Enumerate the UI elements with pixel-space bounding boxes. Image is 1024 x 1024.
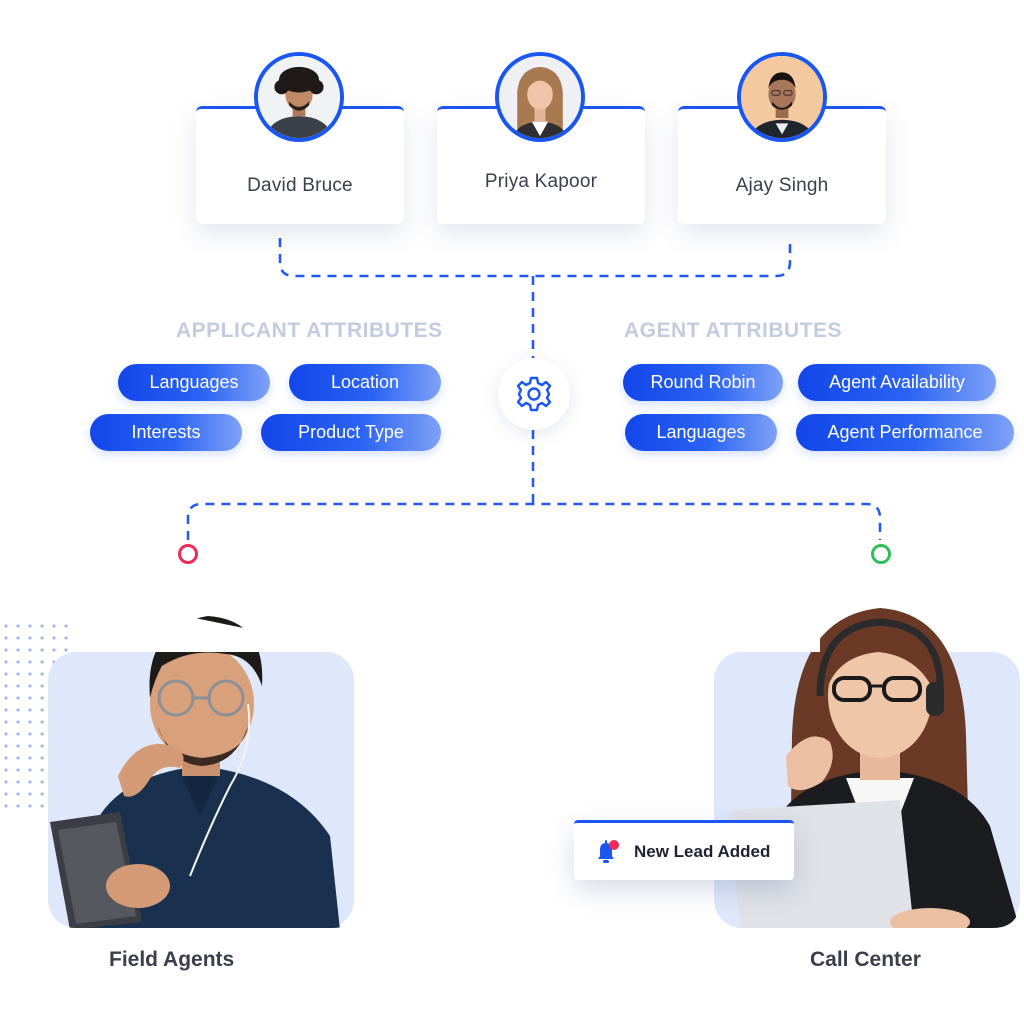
chip-product-type[interactable]: Product Type [261,414,441,451]
user-name: David Bruce [247,175,353,196]
connector-branch [186,502,882,540]
user-name: Priya Kapoor [484,171,598,192]
chip-agent-performance[interactable]: Agent Performance [796,414,1014,451]
user-name: Ajay Singh [735,175,829,196]
new-lead-notification[interactable]: New Lead Added [574,820,794,880]
avatar [254,52,344,142]
routing-hub [498,358,570,430]
bell-icon [598,839,619,863]
chip-languages[interactable]: Languages [118,364,270,401]
call-center-panel [714,652,1020,928]
branch-node-call-center [871,544,891,564]
chip-round-robin[interactable]: Round Robin [623,364,783,401]
gear-icon [516,376,552,412]
chip-agent-availability[interactable]: Agent Availability [798,364,996,401]
chip-interests[interactable]: Interests [90,414,242,451]
chip-location[interactable]: Location [289,364,441,401]
applicant-attributes-title: APPLICANT ATTRIBUTES [176,319,443,342]
chip-agent-languages[interactable]: Languages [625,414,777,451]
field-agents-caption: Field Agents [109,948,235,971]
field-agents-panel [48,652,354,928]
avatar [737,52,827,142]
connector-users-merge [278,238,792,278]
avatar [495,52,585,142]
call-center-caption: Call Center [810,948,921,971]
notification-text: New Lead Added [634,841,771,861]
agent-attributes-title: AGENT ATTRIBUTES [624,319,842,342]
branch-node-field-agents [178,544,198,564]
